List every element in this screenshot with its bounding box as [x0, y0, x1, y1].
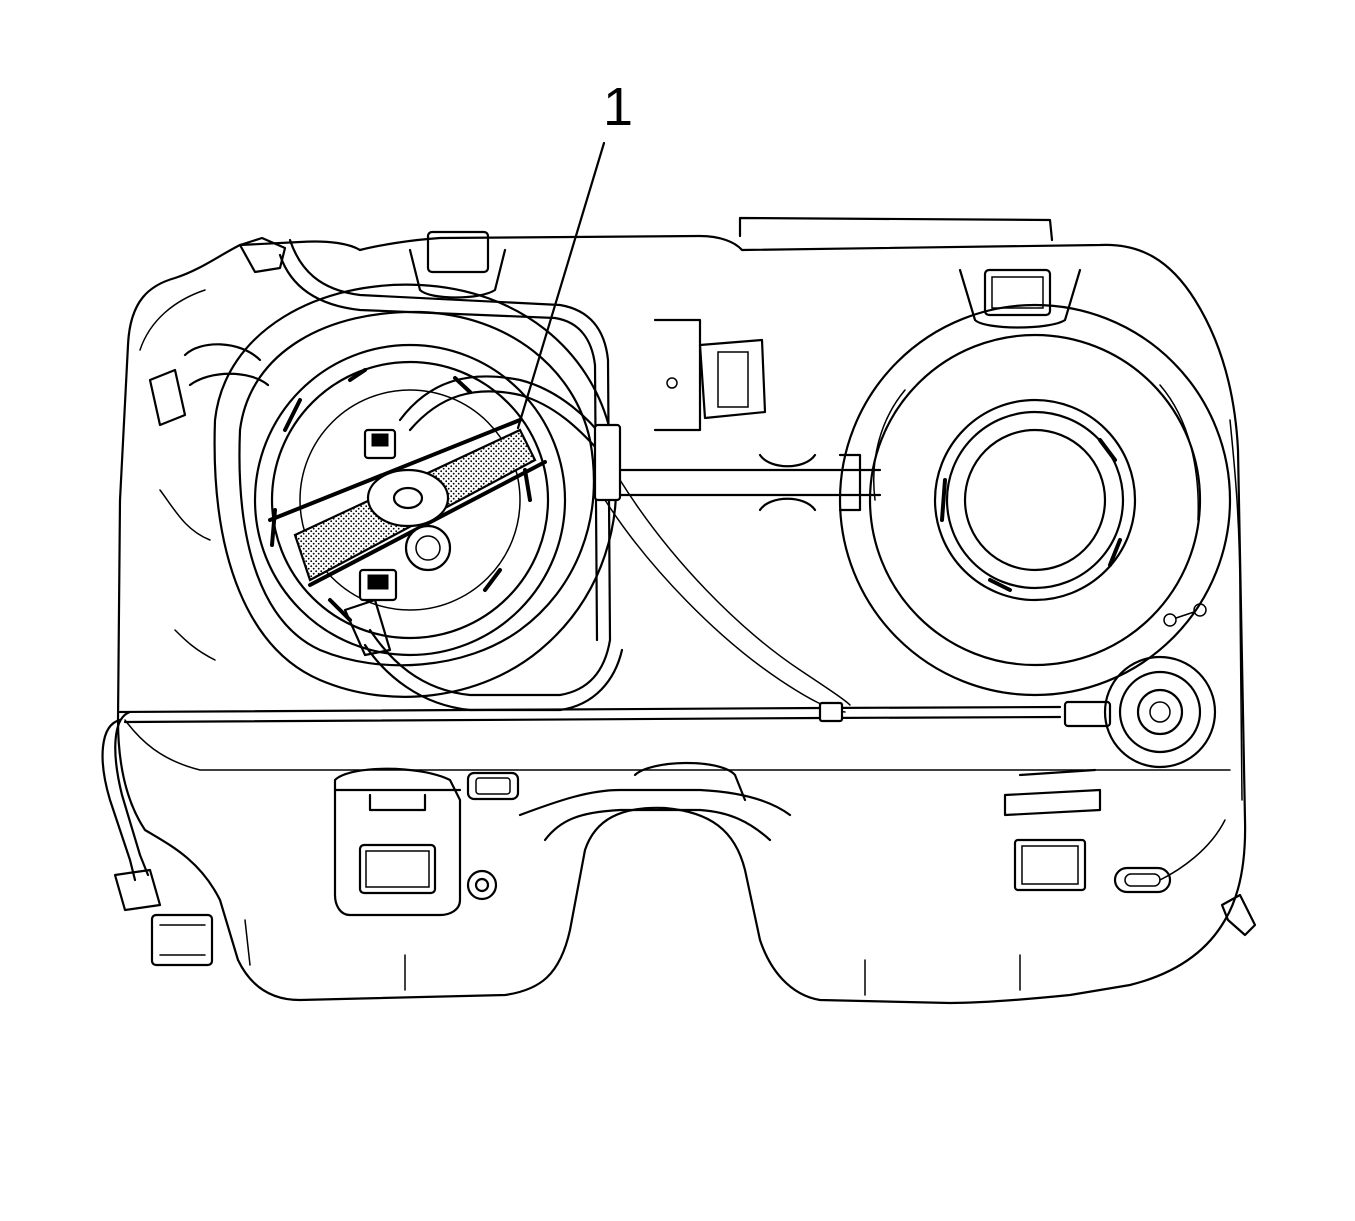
left-fittings [148, 343, 270, 661]
fuel-pump-module [213, 283, 618, 698]
rear-hanger [1003, 768, 1257, 937]
callout-label-1: 1 [603, 77, 634, 137]
front-hanger [333, 767, 520, 917]
tank-body [116, 216, 1247, 1005]
wiring-harness [101, 479, 1207, 967]
vent-fitting [1103, 655, 1217, 769]
top-hangers [408, 230, 1082, 432]
callout-leader-line [516, 141, 606, 430]
center-tunnel [518, 761, 792, 842]
fuel-sender-module [838, 303, 1232, 697]
crossover-tube [618, 453, 882, 512]
